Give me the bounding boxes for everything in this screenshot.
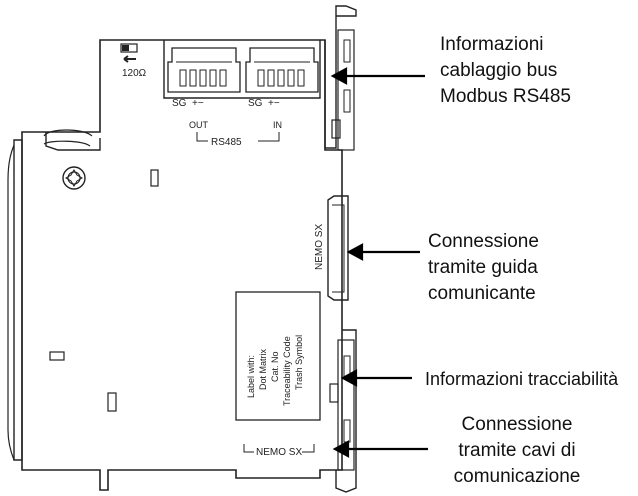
label-line-2: Dot Matrix [258, 348, 268, 390]
label-line-4: Traceability Code [282, 336, 292, 406]
ports-housing [163, 40, 321, 99]
callout-trace: Informazioni tracciabilità [425, 366, 635, 392]
callout-rs485: Informazioni cablaggio bus Modbus RS485 [440, 32, 630, 110]
rail-lower [335, 329, 357, 493]
arrow-left-icon [123, 55, 136, 63]
callout-arrows [330, 67, 428, 458]
status-slot [150, 169, 159, 187]
label-box-text: Label with: Dot Matrix Cat. No Traceabil… [246, 335, 304, 406]
rs485-port-in [245, 47, 319, 93]
din-clip-left [13, 132, 101, 461]
in-label: IN [273, 120, 282, 130]
rs485-bracket [196, 132, 280, 142]
label-line-1: Label with: [246, 355, 256, 398]
rail-upper [324, 5, 357, 149]
callout-trace-line-1: Informazioni tracciabilità [425, 369, 619, 389]
arrow-guide-head-icon [346, 243, 364, 261]
out-label: OUT [189, 120, 209, 130]
callout-guide-line-1: Connessione [428, 231, 539, 252]
label-line-5: Trash Symbol [294, 335, 304, 390]
din-clip-hook [43, 129, 93, 147]
callout-guide: Connessione tramite guida comunicante [428, 229, 628, 307]
arrow-trace-head-icon [340, 369, 358, 387]
callout-guide-line-3: comunicante [428, 283, 536, 304]
switch-label: 120Ω [122, 68, 147, 79]
callout-cable-line-1: Connessione [461, 414, 573, 435]
screw-icon [62, 166, 86, 190]
arrow-cable-head-icon [332, 440, 350, 458]
label-box [235, 291, 321, 421]
arrow-rs485-head-icon [330, 67, 348, 85]
rs485-port-out [167, 47, 241, 93]
port-in-pins: SG +− [248, 98, 280, 109]
port-out-pins: SG +− [172, 98, 204, 109]
termination-switch [120, 43, 138, 53]
bus-label: RS485 [211, 137, 242, 148]
rail-connector [327, 195, 349, 301]
bottom-bracket [243, 444, 315, 453]
callout-rs485-line-1: Informazioni [440, 34, 544, 55]
callout-cable-line-3: comunicazione [453, 466, 581, 487]
callout-rs485-line-3: Modbus RS485 [440, 86, 571, 107]
label-line-3: Cat. No [270, 351, 280, 382]
bottom-label: NEMO SX [256, 447, 302, 458]
callout-guide-line-2: tramite guida [428, 257, 538, 278]
callout-cable: Connessione tramite cavi di comunicazion… [432, 412, 602, 490]
callout-cable-line-2: tramite cavi di [458, 440, 576, 461]
callout-rs485-line-2: cablaggio bus [440, 60, 558, 81]
side-label-vertical: NEMO SX [314, 224, 325, 270]
